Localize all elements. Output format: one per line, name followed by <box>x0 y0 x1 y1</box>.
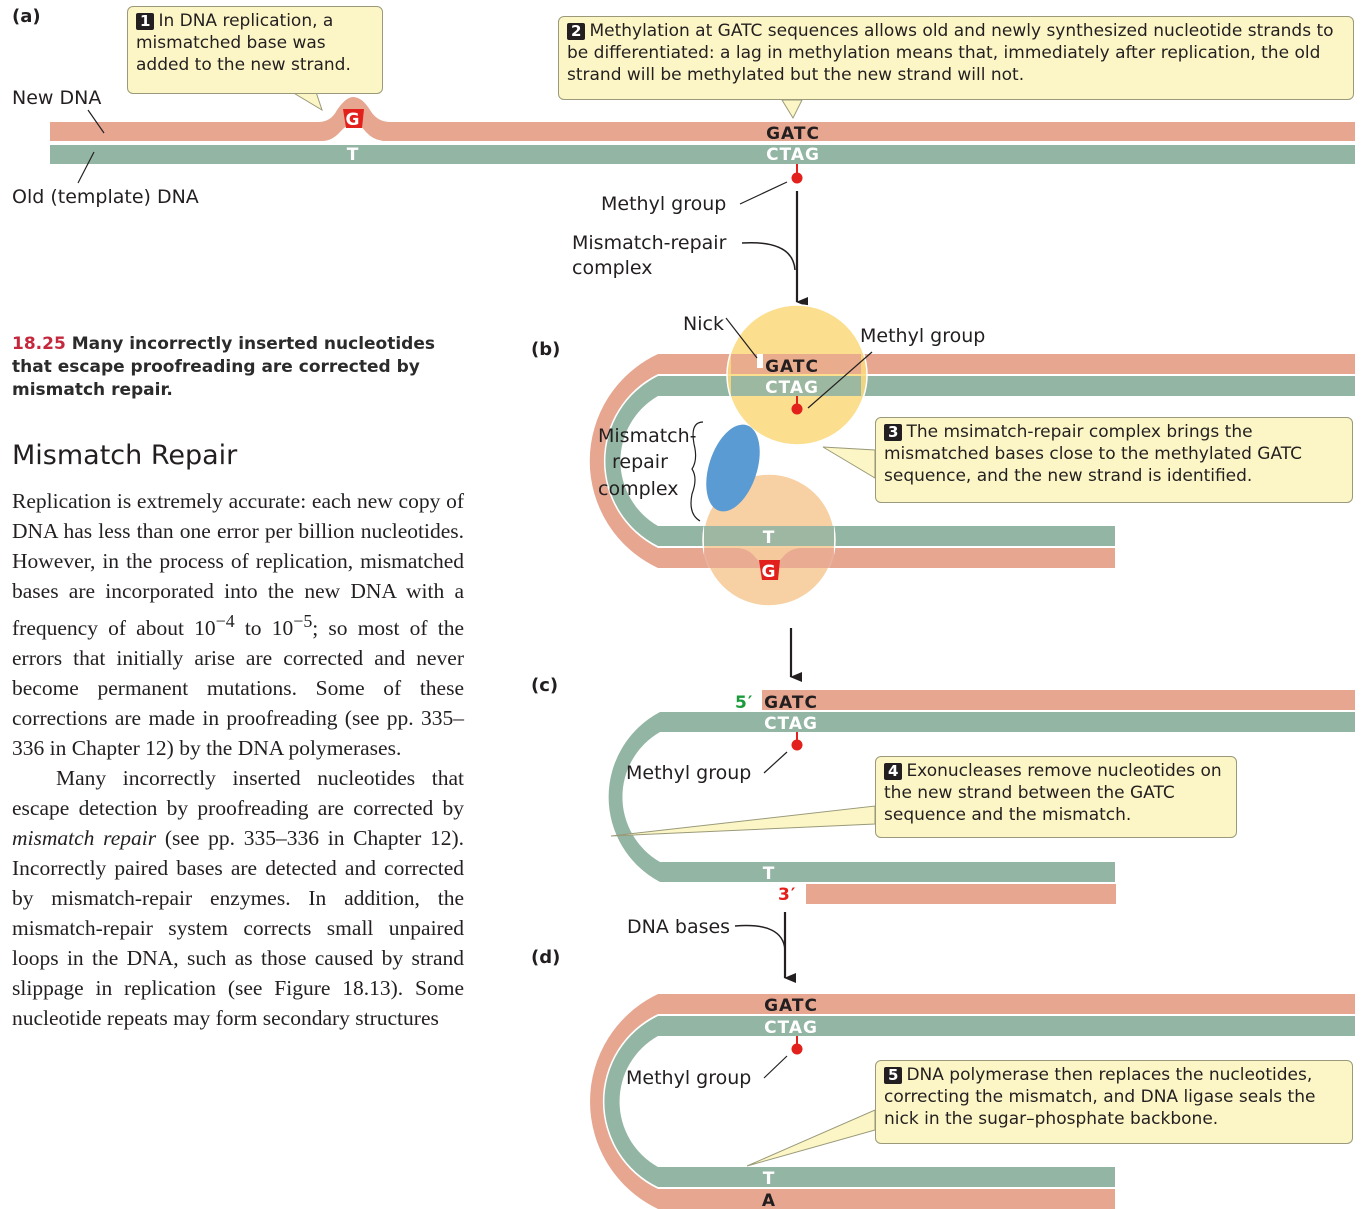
paragraph-2: Many incorrectly inserted nucleotides th… <box>12 763 464 1033</box>
panel-label-b: (b) <box>531 339 560 360</box>
methyl-group-dot-c <box>791 739 803 751</box>
label-methyl-group-a: Methyl group <box>601 193 726 215</box>
methyl-group-dot-b <box>791 403 803 415</box>
label-mmr-complex-2: complex <box>572 257 653 279</box>
p1-exponent-2: −5 <box>293 611 313 631</box>
figure-number: 18.25 <box>12 334 66 354</box>
ctag-b: CTAG <box>765 378 819 398</box>
ctag-c: CTAG <box>764 714 818 734</box>
label-methyl-group-b: Methyl group <box>860 325 985 347</box>
ctag-a: CTAG <box>766 145 820 165</box>
old-strand-c <box>608 712 1115 882</box>
label-mismatch-3: complex <box>598 478 679 500</box>
label-old-dna: Old (template) DNA <box>12 186 199 208</box>
panel-label-d: (d) <box>531 947 560 968</box>
mismatch-base-b <box>759 560 780 580</box>
panel-label-c: (c) <box>531 675 558 696</box>
old-strand-b <box>605 376 1355 546</box>
step-number-2: 2 <box>567 23 586 40</box>
nick-gap <box>757 354 763 368</box>
mmr-complex-blue <box>706 424 760 512</box>
step-text-4: Exonucleases remove nucleotides on the n… <box>884 761 1222 825</box>
new-strand-a <box>50 97 1355 141</box>
old-strand-d <box>604 1016 1355 1187</box>
label-new-dna: New DNA <box>12 87 101 109</box>
step-text-3: The msimatch-repair complex brings the m… <box>884 422 1303 486</box>
base-g-a: G <box>346 110 361 130</box>
old-strand-a <box>50 145 1355 164</box>
bracket-b <box>690 421 704 522</box>
mismatch-base-a <box>343 109 364 128</box>
figure-caption-text: Many incorrectly inserted nucleotides th… <box>12 334 436 400</box>
bulge-gap-a <box>322 124 386 141</box>
section-title: Mismatch Repair <box>12 440 238 471</box>
three-prime-label: 3′ <box>778 885 796 905</box>
label-mmr-complex-1: Mismatch-repair <box>572 232 727 254</box>
gatc-a: GATC <box>766 124 820 144</box>
step-text-5: DNA polymerase then replaces the nucleot… <box>884 1065 1316 1129</box>
ctag-d: CTAG <box>764 1018 818 1038</box>
gatc-c: GATC <box>764 693 818 713</box>
label-dna-bases: DNA bases <box>627 916 730 938</box>
panel-label-a: (a) <box>12 6 41 27</box>
label-mismatch-2: repair <box>612 451 668 473</box>
base-t-b: T <box>763 528 776 548</box>
p1-exponent-1: −4 <box>215 611 235 631</box>
five-prime-label: 5′ <box>735 693 753 713</box>
p2-text-a: Many incorrectly inserted nucleotides th… <box>12 766 464 821</box>
label-methyl-group-c: Methyl group <box>626 762 751 784</box>
mmr-complex-yellow <box>726 304 868 446</box>
body-text: Replication is extremely accurate: each … <box>12 486 464 1033</box>
label-mismatch-1: Mismatch- <box>598 425 697 447</box>
p2-text-b: (see pp. 335–336 in Chapter 12). Incorre… <box>12 826 464 1031</box>
new-strand-c-bottom <box>806 884 1116 904</box>
step-text-1: In DNA replication, a mismatched base wa… <box>136 11 351 75</box>
step-number-5: 5 <box>884 1067 903 1084</box>
new-strand-c-top <box>762 690 1355 710</box>
label-nick: Nick <box>683 313 724 335</box>
base-g-b: G <box>762 562 777 582</box>
base-t-a: T <box>347 145 360 165</box>
p2-emphasis: mismatch repair <box>12 826 157 851</box>
step-number-1: 1 <box>136 13 155 30</box>
paragraph-1: Replication is extremely accurate: each … <box>12 486 464 763</box>
step-text-2: Methylation at GATC sequences allows old… <box>567 21 1334 85</box>
p1-text-b: to 10 <box>234 616 294 641</box>
gatc-b: GATC <box>765 357 819 377</box>
p1-text-a: Replication is extremely accurate: each … <box>12 489 464 641</box>
base-t-d: T <box>763 1169 776 1189</box>
methyl-group-dot-d <box>791 1043 803 1055</box>
base-t-c: T <box>763 864 776 884</box>
methyl-group-dot-a <box>791 172 803 184</box>
step-number-4: 4 <box>884 763 903 780</box>
gatc-d: GATC <box>764 996 818 1016</box>
step-number-3: 3 <box>884 424 903 441</box>
label-methyl-group-d: Methyl group <box>626 1067 751 1089</box>
figure-caption: 18.25 Many incorrectly inserted nucleoti… <box>12 333 472 402</box>
p1-text-c: ; so most of the errors that initially a… <box>12 616 464 761</box>
base-a-d: A <box>762 1191 776 1209</box>
